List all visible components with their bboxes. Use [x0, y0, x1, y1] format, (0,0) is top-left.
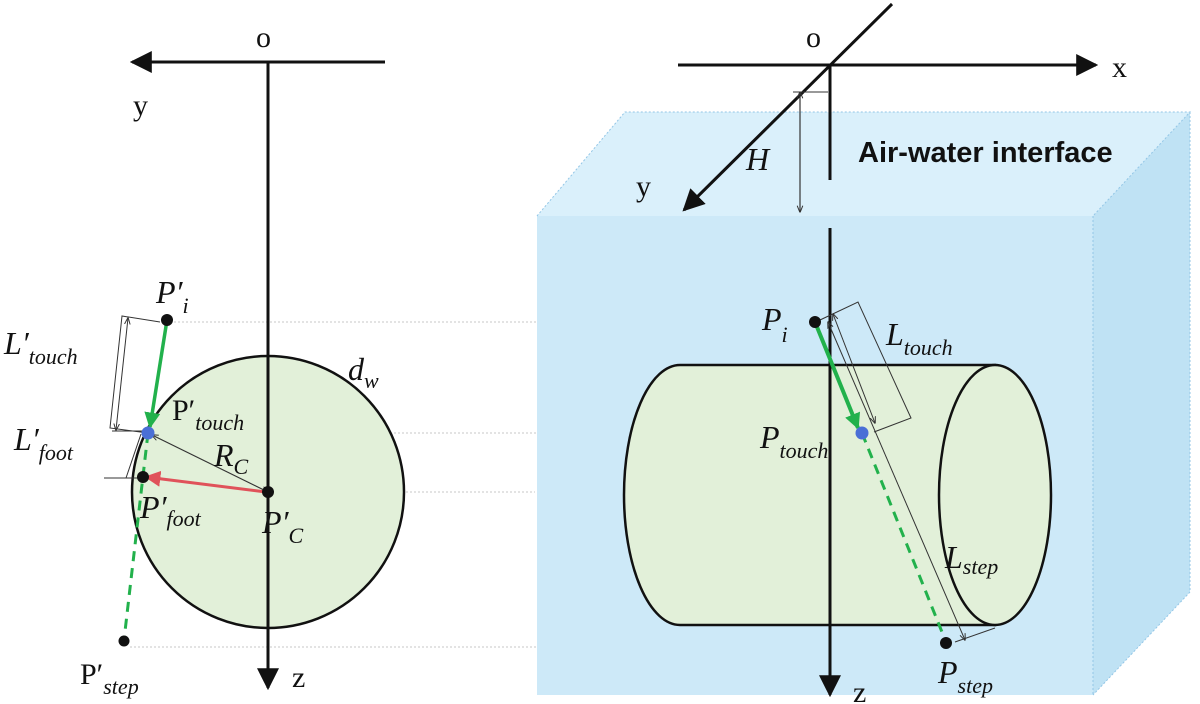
right-lstep-tick — [954, 627, 996, 643]
interface-label: Air-water interface — [858, 137, 1113, 169]
right-leg — [809, 301, 996, 649]
right-point-p-touch — [855, 426, 869, 440]
left-ltouch-dimension — [116, 318, 128, 430]
water-edge-top — [536, 111, 1192, 217]
left-p-touch-label: P′touch — [172, 394, 244, 435]
left-p-i-label: P′i — [155, 274, 189, 318]
right-point-p-step — [940, 637, 952, 649]
depth-h-label: H — [745, 141, 771, 177]
water-edge-bottom-right — [1092, 591, 1191, 696]
right-p-step-label: Pstep — [937, 654, 993, 698]
left-point-p-step — [118, 635, 130, 647]
right-l-touch-label: Ltouch — [885, 316, 953, 360]
cylinder — [622, 363, 1053, 627]
left-point-p-i — [161, 314, 173, 326]
left-z-label: z — [292, 661, 305, 694]
right-l-step-label: Lstep — [944, 539, 998, 579]
left-y-label: y — [133, 89, 148, 122]
right-lstep-dimension — [828, 322, 965, 640]
left-l-touch-label: L′touch — [3, 325, 78, 369]
right-y-axis — [682, 2, 894, 212]
right-y-label: y — [636, 170, 651, 203]
right-z-label: z — [853, 676, 866, 704]
left-origin-label: o — [256, 21, 271, 54]
left-p-c-label: P′C — [261, 504, 304, 548]
left-view: o y z P′i L′touch P′touch L′foot RC P′fo… — [3, 21, 406, 699]
water-side-face — [1093, 112, 1190, 695]
left-p-foot-label: P′foot — [139, 489, 202, 531]
cylinder-end-cap — [937, 363, 1053, 627]
right-p-touch-label: Ptouch — [759, 419, 828, 463]
left-lfoot-dimension — [125, 433, 142, 479]
right-point-p-i — [809, 316, 821, 328]
left-step-dashed — [122, 432, 150, 641]
left-r-c-label: RC — [213, 437, 249, 479]
right-p-i-label: Pi — [761, 301, 788, 347]
left-point-p-c — [262, 486, 274, 498]
right-origin-label: o — [806, 21, 821, 54]
left-l-foot-label: L′foot — [13, 421, 74, 465]
left-p-step-label: P′step — [80, 658, 139, 699]
right-labels: o x y z H Air-water interface Pi Ltouch … — [636, 21, 1127, 704]
left-rc-radius — [152, 435, 268, 492]
left-d-w-label: dw — [348, 351, 379, 393]
left-point-p-foot — [137, 471, 149, 483]
left-point-p-touch — [141, 426, 155, 440]
left-touch-segment — [144, 319, 169, 429]
right-x-label: x — [1112, 51, 1127, 84]
left-foot-arrow — [144, 470, 267, 494]
